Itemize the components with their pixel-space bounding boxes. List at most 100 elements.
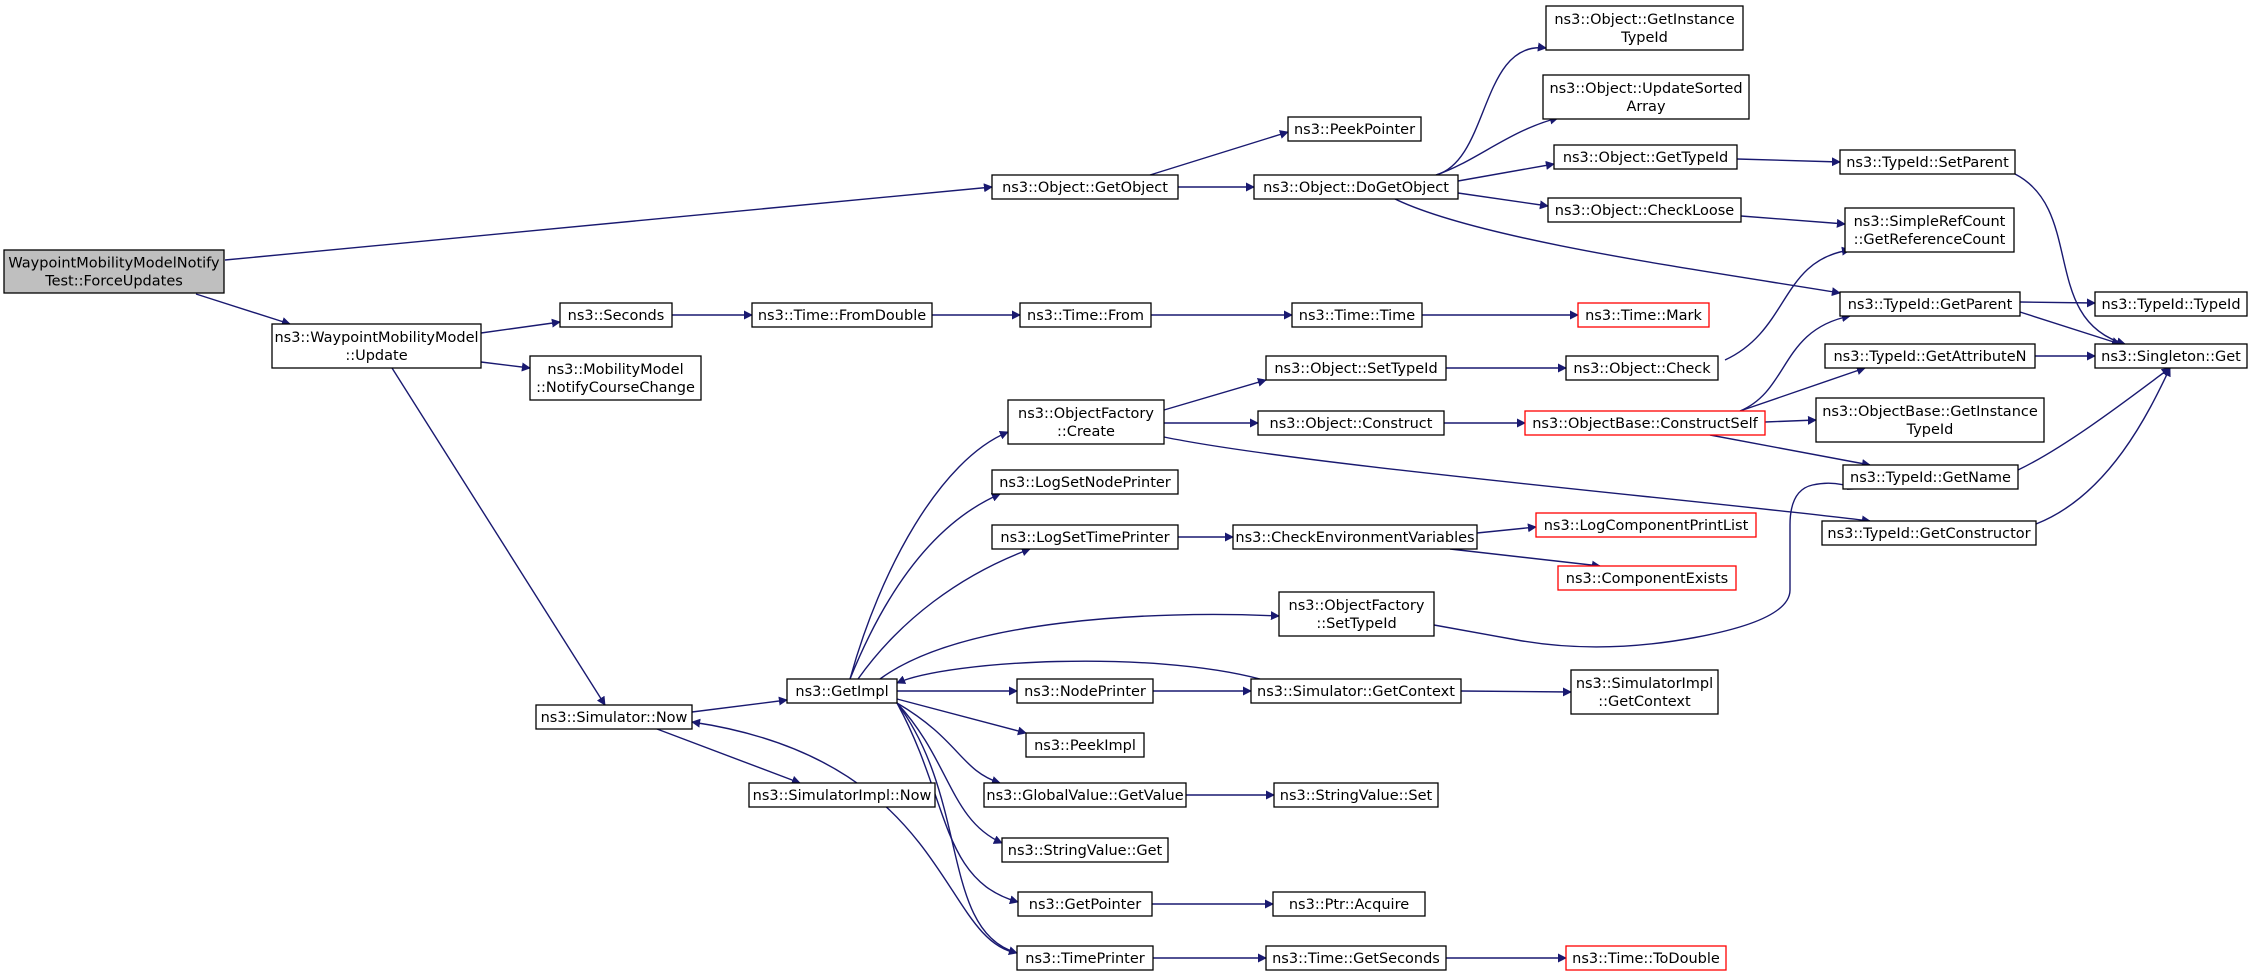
node-label: ns3::ObjectFactory	[1018, 406, 1154, 422]
node-box	[1017, 891, 1153, 917]
node-label: ns3::SimpleRefCount	[1854, 214, 2006, 230]
node-label: ::SetTypeId	[1316, 616, 1396, 632]
edge-checkEnvVars-to-componentExists	[1449, 548, 1601, 570]
node-svGet[interactable]: ns3::StringValue::Get	[1001, 837, 1169, 863]
node-logSetTimePrinter[interactable]: ns3::LogSetTimePrinter	[991, 524, 1179, 550]
node-label: ns3::Time::GetSeconds	[1272, 951, 1440, 967]
node-objGetTypeId[interactable]: ns3::Object::GetTypeId	[1553, 144, 1738, 170]
node-label: ns3::SimulatorImpl::Now	[753, 788, 932, 804]
node-box	[1565, 945, 1727, 971]
node-label: ns3::LogSetTimePrinter	[1000, 530, 1169, 546]
node-label: ns3::LogComponentPrintList	[1544, 518, 1749, 534]
node-label: ns3::GetPointer	[1029, 897, 1142, 913]
node-label: ns3::PeekImpl	[1034, 738, 1136, 754]
edge-getImpl-to-getPointer	[896, 702, 1019, 905]
edge-typeIdSetParent-to-singletonGet	[2014, 173, 2126, 347]
node-checkEnvVars[interactable]: ns3::CheckEnvironmentVariables	[1232, 524, 1478, 550]
node-wmmUpdate[interactable]: ns3::WaypointMobilityModel::Update	[271, 323, 482, 369]
node-checkLoose[interactable]: ns3::Object::CheckLoose	[1547, 197, 1742, 223]
node-box	[271, 323, 482, 369]
node-ptrAcquire[interactable]: ns3::Ptr::Acquire	[1272, 891, 1426, 917]
node-simNow[interactable]: ns3::Simulator::Now	[535, 704, 693, 730]
node-ofCreate[interactable]: ns3::ObjectFactory::Create	[1007, 399, 1165, 445]
node-label: ns3::Simulator::Now	[541, 710, 688, 726]
node-timeMark[interactable]: ns3::Time::Mark	[1577, 302, 1710, 328]
node-box	[1577, 302, 1710, 328]
node-ofSetTypeId[interactable]: ns3::ObjectFactory::SetTypeId	[1278, 591, 1435, 637]
node-box	[991, 174, 1179, 200]
node-logSetNodePrinter[interactable]: ns3::LogSetNodePrinter	[991, 469, 1179, 495]
edge-doGetObject-to-updateSortedArray	[1435, 115, 1559, 176]
node-label: ::Update	[345, 348, 407, 364]
node-label: ns3::Time::From	[1027, 308, 1144, 324]
node-objConstruct[interactable]: ns3::Object::Construct	[1257, 410, 1445, 436]
node-typeIdGetParent[interactable]: ns3::TypeId::GetParent	[1839, 291, 2021, 317]
node-svSet[interactable]: ns3::StringValue::Set	[1273, 782, 1439, 808]
node-doGetObject[interactable]: ns3::Object::DoGetObject	[1253, 174, 1459, 200]
nodes-layer: WaypointMobilityModelNotifyTest::ForceUp…	[3, 5, 2248, 971]
node-timeTime[interactable]: ns3::Time::Time	[1291, 302, 1423, 328]
node-fromDouble[interactable]: ns3::Time::FromDouble	[751, 302, 933, 328]
edge-wmmUpdate-to-simNow	[391, 367, 606, 706]
node-constructSelf[interactable]: ns3::ObjectBase::ConstructSelf	[1524, 410, 1766, 436]
node-box	[1019, 302, 1152, 328]
node-getAttributeN[interactable]: ns3::TypeId::GetAttributeN	[1824, 343, 2036, 369]
node-simGetContext[interactable]: ns3::Simulator::GetContext	[1250, 678, 1462, 704]
node-box	[1565, 355, 1719, 381]
node-gvGetValue[interactable]: ns3::GlobalValue::GetValue	[983, 782, 1187, 808]
node-peekImpl[interactable]: ns3::PeekImpl	[1025, 732, 1145, 758]
node-seconds[interactable]: ns3::Seconds	[559, 302, 673, 328]
node-label: ns3::TypeId::TypeId	[2101, 297, 2240, 313]
node-label: Test::ForceUpdates	[44, 274, 183, 290]
node-simImplNow[interactable]: ns3::SimulatorImpl::Now	[748, 782, 936, 808]
node-getImpl[interactable]: ns3::GetImpl	[786, 678, 898, 704]
node-box	[2094, 343, 2248, 369]
node-label: ns3::PeekPointer	[1294, 122, 1415, 138]
edge-typeIdGetParent-to-typeIdTypeId	[2019, 298, 2096, 308]
node-label: ns3::CheckEnvironmentVariables	[1235, 530, 1474, 546]
edge-doGetObject-to-getInstanceTypeId	[1435, 42, 1547, 176]
node-singletonGet[interactable]: ns3::Singleton::Get	[2094, 343, 2248, 369]
node-getRefCount[interactable]: ns3::SimpleRefCount::GetReferenceCount	[1844, 207, 2015, 253]
node-typeIdGetName[interactable]: ns3::TypeId::GetName	[1842, 464, 2019, 490]
node-label: ns3::LogSetNodePrinter	[999, 475, 1171, 491]
edge-getImpl-to-peekImpl	[896, 698, 1027, 736]
node-box	[1265, 945, 1447, 971]
node-root[interactable]: WaypointMobilityModelNotifyTest::ForceUp…	[3, 249, 225, 294]
node-peekPointer[interactable]: ns3::PeekPointer	[1287, 116, 1422, 142]
node-typeIdTypeId[interactable]: ns3::TypeId::TypeId	[2094, 291, 2248, 317]
node-label: ns3::TimePrinter	[1025, 951, 1145, 967]
node-timeGetSeconds[interactable]: ns3::Time::GetSeconds	[1265, 945, 1447, 971]
node-logComponentPrintList[interactable]: ns3::LogComponentPrintList	[1535, 512, 1757, 538]
node-label: ns3::Object::GetObject	[1002, 180, 1168, 196]
node-objSetTypeId[interactable]: ns3::Object::SetTypeId	[1265, 355, 1447, 381]
node-typeIdSetParent[interactable]: ns3::TypeId::SetParent	[1839, 149, 2016, 175]
node-box	[1535, 512, 1757, 538]
node-label: Array	[1626, 99, 1665, 115]
node-getPointer[interactable]: ns3::GetPointer	[1017, 891, 1153, 917]
node-label: ns3::Time::Mark	[1585, 308, 1702, 324]
node-objCheck[interactable]: ns3::Object::Check	[1565, 355, 1719, 381]
node-componentExists[interactable]: ns3::ComponentExists	[1557, 565, 1737, 591]
node-box	[1524, 410, 1766, 436]
node-label: ns3::Object::DoGetObject	[1263, 180, 1449, 196]
node-timePrinter[interactable]: ns3::TimePrinter	[1016, 945, 1154, 971]
node-box	[529, 355, 702, 401]
node-box	[1287, 116, 1422, 142]
node-box	[1839, 291, 2021, 317]
node-nodePrinter[interactable]: ns3::NodePrinter	[1016, 678, 1154, 704]
node-box	[1570, 669, 1719, 715]
node-label: ns3::GlobalValue::GetValue	[986, 788, 1183, 804]
node-simImplGetContext[interactable]: ns3::SimulatorImpl::GetContext	[1570, 669, 1719, 715]
node-timeToDouble[interactable]: ns3::Time::ToDouble	[1565, 945, 1727, 971]
node-timeFrom[interactable]: ns3::Time::From	[1019, 302, 1152, 328]
node-label: ns3::ObjectBase::ConstructSelf	[1532, 416, 1758, 432]
node-notifyCourseChange[interactable]: ns3::MobilityModel::NotifyCourseChange	[529, 355, 702, 401]
node-box	[1273, 782, 1439, 808]
node-getConstructor[interactable]: ns3::TypeId::GetConstructor	[1821, 520, 2037, 546]
node-getObject[interactable]: ns3::Object::GetObject	[991, 174, 1179, 200]
node-box	[983, 782, 1187, 808]
